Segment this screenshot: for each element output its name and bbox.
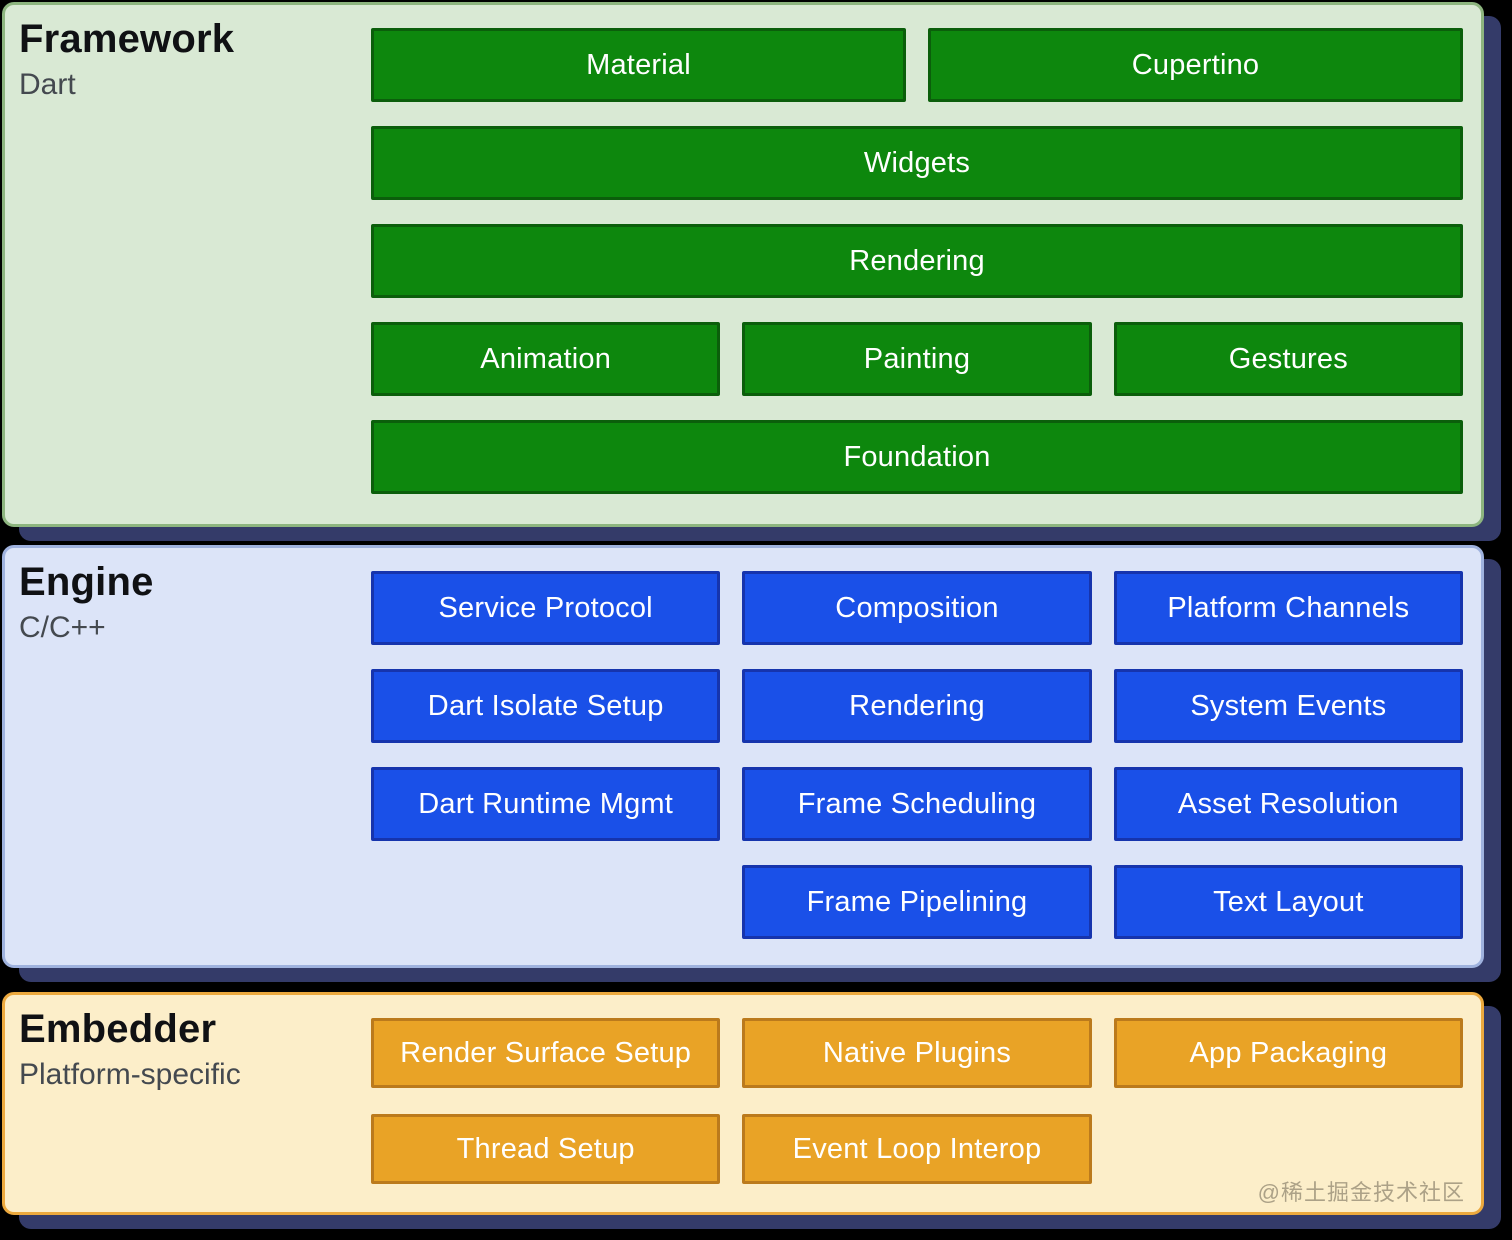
block-rendering: Rendering <box>371 224 1463 298</box>
button-grid: Render Surface Setup Native Plugins App Pa… <box>371 995 1481 1212</box>
block-app-packaging: App Packaging <box>1113 1018 1463 1088</box>
framework-subtitle: Dart <box>19 68 76 101</box>
engine-title-block: Engine C/C++ <box>5 548 371 965</box>
engine-subtitle: C/C++ <box>19 611 106 644</box>
block-platform-channels: Platform Channels <box>1113 571 1463 645</box>
block-cupertino: Cupertino <box>928 28 1463 102</box>
block-material: Material <box>371 28 906 102</box>
block-asset-resolution: Asset Resolution <box>1113 767 1463 841</box>
section-embedder: Embedder Platform-specific Render Surfac… <box>2 992 1484 1215</box>
block-service-protocol: Service Protocol <box>371 571 721 645</box>
block-native-plugins: Native Plugins <box>742 1018 1092 1088</box>
block-widgets: Widgets <box>371 126 1463 200</box>
block-foundation: Foundation <box>371 420 1463 494</box>
block-system-events: System Events <box>1113 669 1463 743</box>
block-thread-setup: Thread Setup <box>371 1114 721 1184</box>
block-event-loop-interop: Event Loop Interop <box>742 1114 1092 1184</box>
block-composition: Composition <box>742 571 1092 645</box>
watermark: @稀土掘金技术社区 <box>1257 1180 1465 1205</box>
embedder-title-block: Embedder Platform-specific <box>5 995 371 1212</box>
framework-title-block: Framework Dart <box>5 5 371 524</box>
button-grid: Service Protocol Composition Platform Chan… <box>371 548 1481 965</box>
block-rendering: Rendering <box>742 669 1092 743</box>
embedder-title: Embedder <box>19 1007 217 1051</box>
block-dart-runtime-mgmt: Dart Runtime Mgmt <box>371 767 721 841</box>
embedder-subtitle: Platform-specific <box>19 1058 241 1091</box>
block-painting: Painting <box>742 322 1092 396</box>
block-frame-scheduling: Frame Scheduling <box>742 767 1092 841</box>
framework-title: Framework <box>19 17 235 61</box>
block-render-surface-setup: Render Surface Setup <box>371 1018 721 1088</box>
block-frame-pipelining: Frame Pipelining <box>742 865 1092 939</box>
engine-title: Engine <box>19 560 154 604</box>
block-dart-isolate-setup: Dart Isolate Setup <box>371 669 721 743</box>
block-text-layout: Text Layout <box>1113 865 1463 939</box>
block-animation: Animation <box>371 322 721 396</box>
block-gestures: Gestures <box>1113 322 1463 396</box>
section-engine: Engine C/C++ Service Protocol Composition… <box>2 545 1484 968</box>
